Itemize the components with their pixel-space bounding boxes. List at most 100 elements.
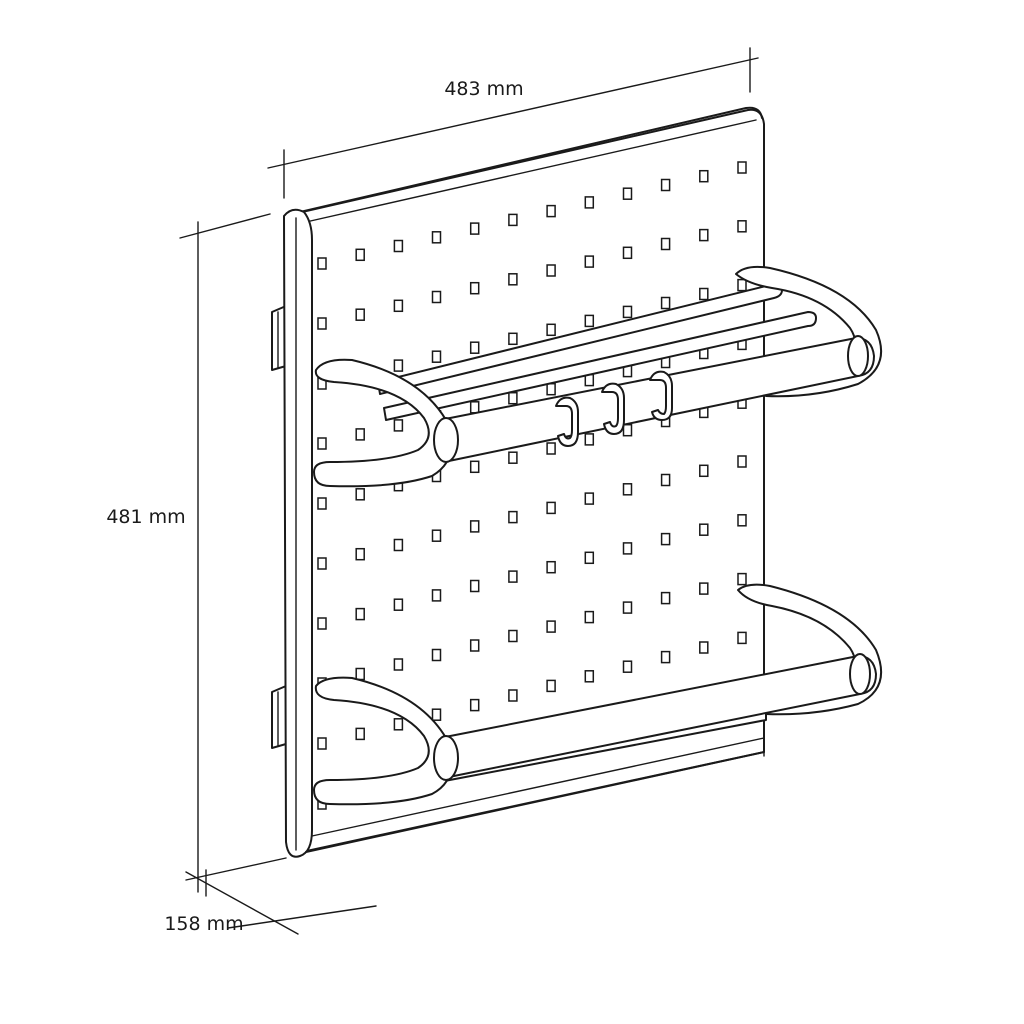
peg-hole [699, 464, 709, 478]
peg-hole [355, 248, 365, 262]
width-dimension: 483 mm [267, 47, 759, 199]
peg-hole [355, 488, 365, 501]
peg-hole [737, 161, 747, 174]
height-dimension: 481 mm [106, 213, 287, 893]
peg-hole [508, 570, 518, 583]
peg-hole [317, 257, 327, 270]
peg-hole [699, 641, 709, 654]
peg-hole [622, 187, 633, 200]
peg-hole [546, 442, 556, 455]
peg-hole [737, 220, 747, 233]
peg-hole [431, 231, 442, 244]
peg-hole [699, 582, 709, 595]
peg-hole [737, 278, 747, 292]
upper-shelf-left-arm [313, 358, 453, 488]
peg-hole [317, 437, 327, 450]
peg-hole [584, 610, 595, 624]
peg-hole [737, 572, 747, 586]
peg-hole [317, 317, 327, 330]
peg-hole [584, 196, 595, 209]
peg-hole [393, 359, 404, 372]
lower-shelf [313, 583, 883, 806]
peg-hole [584, 255, 595, 268]
peg-hole [622, 660, 633, 673]
peg-hole [469, 639, 480, 652]
peg-hole [431, 529, 442, 542]
peg-hole [393, 718, 404, 731]
peg-hole [622, 542, 633, 555]
hooks [555, 370, 673, 447]
peg-hole [584, 670, 595, 683]
peg-hole [546, 204, 556, 218]
peg-hole [660, 296, 671, 310]
peg-hole [393, 538, 404, 552]
peg-hole [469, 341, 480, 354]
peg-hole [660, 650, 671, 664]
peg-hole [431, 648, 442, 662]
peg-hole [431, 290, 442, 304]
depth-label: 158 mm [164, 913, 243, 935]
peg-hole [355, 607, 365, 621]
peg-hole [393, 658, 404, 671]
peg-hole [393, 419, 404, 432]
peg-hole [469, 460, 480, 474]
peg-hole [622, 483, 633, 496]
peg-hole [584, 492, 595, 505]
peg-hole [355, 428, 365, 441]
peg-hole [546, 264, 556, 277]
peg-hole [469, 222, 480, 235]
peg-hole [737, 455, 747, 468]
peg-hole [393, 598, 404, 611]
peg-hole [660, 591, 671, 605]
peg-hole [469, 579, 480, 593]
peg-hole [393, 299, 404, 313]
peg-hole [317, 617, 327, 630]
peg-hole [546, 620, 556, 633]
hook-3 [649, 370, 673, 421]
peg-hole [660, 473, 671, 487]
peg-hole [508, 510, 518, 524]
peg-hole [355, 727, 365, 741]
peg-hole [660, 532, 671, 546]
peg-hole [317, 497, 327, 510]
peg-hole [508, 332, 518, 346]
peg-hole [622, 305, 633, 319]
peg-hole [699, 287, 709, 301]
peg-hole [469, 281, 480, 295]
peg-hole [317, 557, 327, 570]
peg-hole [355, 308, 365, 321]
peg-hole [660, 237, 671, 251]
peg-hole [699, 523, 709, 536]
peg-hole [469, 401, 480, 414]
hook-2 [601, 382, 625, 435]
peg-hole [431, 350, 442, 363]
peg-hole [508, 629, 518, 643]
peg-hole [622, 246, 633, 260]
upper-shelf [313, 265, 883, 488]
peg-hole [584, 433, 595, 446]
peg-hole [508, 273, 518, 286]
height-label: 481 mm [106, 506, 185, 528]
width-label: 483 mm [444, 78, 523, 100]
depth-dimension: 158 mm [164, 869, 377, 935]
peg-hole [508, 391, 518, 405]
peg-hole [584, 314, 595, 328]
peg-hole [737, 514, 747, 527]
peg-hole [622, 423, 633, 437]
peg-hole [393, 239, 404, 253]
peg-hole [622, 601, 633, 614]
peg-hole [469, 520, 480, 533]
peg-hole [546, 501, 556, 515]
peg-hole [546, 382, 556, 396]
peg-hole [584, 551, 595, 565]
peg-hole [699, 169, 709, 183]
peg-hole [431, 589, 442, 602]
peg-hole [546, 560, 556, 574]
peg-hole [546, 323, 556, 337]
wall-bracket-bottom [271, 685, 287, 749]
peg-hole [508, 451, 518, 464]
peg-hole [546, 679, 556, 693]
peg-hole [317, 737, 327, 750]
peg-hole [469, 698, 480, 712]
